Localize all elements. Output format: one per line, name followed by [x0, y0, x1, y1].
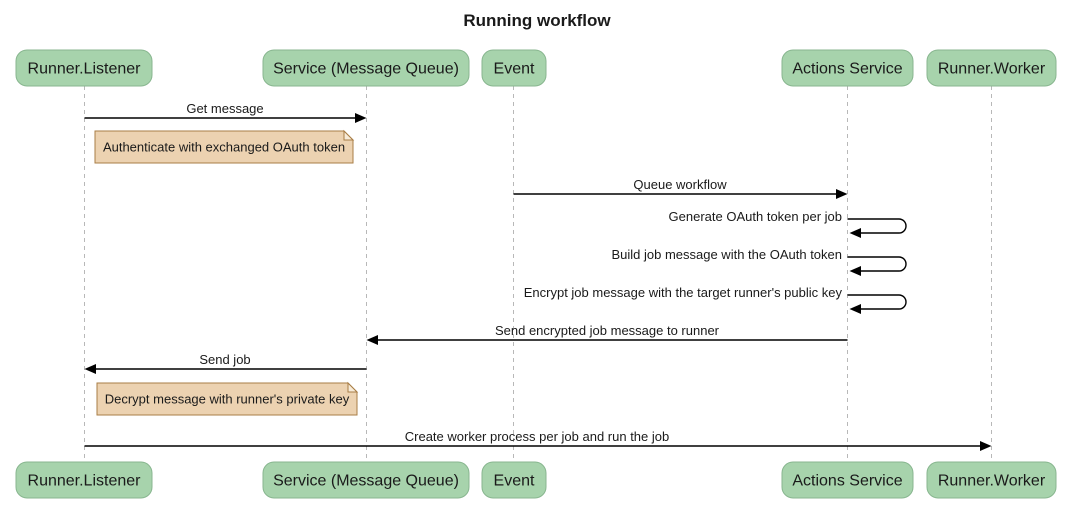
note-fold-icon — [343, 129, 355, 141]
actor-label: Actions Service — [792, 473, 902, 490]
message-label: Build job message with the OAuth token — [611, 247, 842, 262]
actor-bottom-event: Event — [481, 461, 547, 499]
message-label: Generate OAuth token per job — [669, 209, 842, 224]
message-build-job-message: Build job message with the OAuth token — [611, 247, 907, 276]
actor-bottom-service-message-queue: Service (Message Queue) — [262, 461, 470, 499]
actor-top-runner-listener: Runner.Listener — [15, 49, 153, 87]
arrowhead-right-icon — [980, 441, 992, 451]
message-label: Send encrypted job message to runner — [495, 323, 720, 338]
actor-box — [262, 49, 470, 87]
message-label: Queue workflow — [633, 177, 727, 192]
note-shape — [94, 130, 354, 164]
message-label: Send job — [199, 352, 250, 367]
actor-label: Runner.Worker — [938, 61, 1046, 78]
actor-label: Runner.Listener — [28, 61, 142, 78]
actor-box — [926, 461, 1057, 499]
actor-bottom-actions-service: Actions Service — [781, 461, 914, 499]
arrowhead-right-icon — [836, 189, 848, 199]
actor-box — [15, 461, 153, 499]
arrowhead-left-icon — [849, 266, 861, 276]
actor-box — [926, 49, 1057, 87]
diagram-title: Running workflow — [463, 11, 611, 30]
actor-box — [781, 49, 914, 87]
arrowhead-left-icon — [849, 228, 861, 238]
actor-box — [15, 49, 153, 87]
actor-label: Event — [494, 61, 535, 78]
message-queue-workflow: Queue workflow — [513, 177, 848, 199]
note-authenticate: Authenticate with exchanged OAuth token — [94, 129, 355, 164]
actor-box — [481, 49, 547, 87]
actor-label: Service (Message Queue) — [273, 61, 459, 78]
actor-top-runner-worker: Runner.Worker — [926, 49, 1057, 87]
self-loop-line — [847, 218, 907, 234]
actor-top-event: Event — [481, 49, 547, 87]
actor-label: Service (Message Queue) — [273, 473, 459, 490]
arrowhead-right-icon — [355, 113, 367, 123]
message-label: Encrypt job message with the target runn… — [524, 285, 843, 300]
message-label: Create worker process per job and run th… — [405, 429, 669, 444]
note-shape — [96, 382, 358, 416]
actor-box — [481, 461, 547, 499]
message-encrypt-job-message: Encrypt job message with the target runn… — [524, 285, 907, 314]
actor-bottom-runner-listener: Runner.Listener — [15, 461, 153, 499]
note-decrypt: Decrypt message with runner's private ke… — [96, 381, 359, 416]
actor-top-actions-service: Actions Service — [781, 49, 914, 87]
message-label: Get message — [186, 101, 263, 116]
message-send-job: Send job — [84, 352, 367, 374]
message-get-message: Get message — [84, 101, 367, 123]
note-label: Authenticate with exchanged OAuth token — [103, 140, 345, 155]
actor-label: Runner.Listener — [28, 473, 142, 490]
self-loop-line — [847, 256, 907, 272]
note-label: Decrypt message with runner's private ke… — [105, 392, 350, 407]
actor-box — [262, 461, 470, 499]
arrowhead-left-icon — [366, 335, 378, 345]
arrowhead-left-icon — [84, 364, 96, 374]
message-send-encrypted-job: Send encrypted job message to runner — [366, 323, 848, 345]
actor-label: Actions Service — [792, 61, 902, 78]
message-generate-oauth-token: Generate OAuth token per job — [669, 209, 907, 238]
actor-label: Event — [494, 473, 535, 490]
message-create-worker-process: Create worker process per job and run th… — [84, 429, 992, 451]
arrowhead-left-icon — [849, 304, 861, 314]
actor-label: Runner.Worker — [938, 473, 1046, 490]
self-loop-line — [847, 294, 907, 310]
actor-top-service-message-queue: Service (Message Queue) — [262, 49, 470, 87]
actor-bottom-runner-worker: Runner.Worker — [926, 461, 1057, 499]
actor-box — [781, 461, 914, 499]
note-fold-icon — [347, 381, 359, 393]
